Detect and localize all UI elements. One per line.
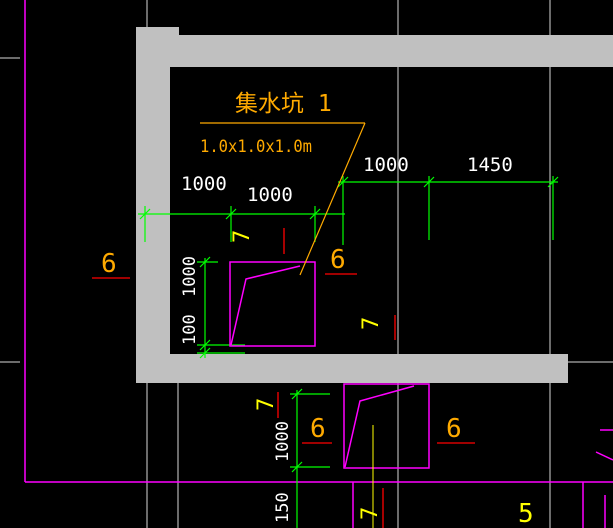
dim-text: 1000 (247, 184, 293, 206)
wall-top[interactable] (136, 35, 613, 67)
leader-diagonal (299, 122, 366, 276)
dim-text: 150 (273, 492, 293, 523)
dim-text: 1000 (363, 154, 409, 176)
tag-seven: 7 (254, 398, 279, 411)
dim-slash (337, 176, 349, 188)
sump-pit-1[interactable] (229, 261, 316, 347)
pit-2-slope-line (344, 385, 415, 468)
boundary-right-stub (595, 451, 613, 461)
tag-seven: 7 (359, 317, 384, 330)
wall-bottom[interactable] (136, 354, 568, 383)
outer-boundary (24, 0, 613, 528)
dim-text: 1000 (181, 173, 227, 195)
dim-text: 100 (180, 314, 200, 345)
tag-seven: 7 (230, 230, 255, 243)
dim-slash (139, 208, 151, 220)
dim-text: 1000 (180, 256, 200, 297)
leader-line (200, 122, 366, 276)
pit-outlines[interactable] (229, 261, 430, 469)
numeric-tags: 6 6 6 6 7 7 7 7 5 (101, 230, 534, 528)
dim-text: 1450 (467, 154, 513, 176)
dim-slash (291, 388, 303, 400)
pit-name-label[interactable]: 集水坑 1 (235, 91, 332, 117)
tag-six: 6 (310, 414, 326, 444)
dim-slash (547, 176, 559, 188)
dimension-texts: 1000 1000 1000 1450 1000 100 1000 150 (180, 154, 513, 523)
dim-slash (291, 461, 303, 473)
tag-seven: 7 (358, 507, 383, 520)
pit-size-label[interactable]: 1.0x1.0x1.0m (200, 137, 312, 157)
pit-1-slope-line (230, 265, 301, 346)
dim-text: 1000 (273, 421, 293, 462)
dim-slash (199, 256, 211, 268)
tag-six: 6 (330, 245, 346, 275)
dim-slash (225, 208, 237, 220)
dim-slash (199, 339, 211, 351)
pit-annotation[interactable]: 集水坑 1 1.0x1.0x1.0m (200, 91, 332, 157)
dim-slash (309, 208, 321, 220)
wall-left[interactable] (136, 35, 170, 383)
concrete-walls[interactable] (136, 27, 613, 383)
tag-five: 5 (518, 499, 534, 528)
dimension-lines (138, 176, 559, 528)
red-marks (92, 228, 475, 528)
tag-six: 6 (101, 249, 117, 279)
sump-pit-2[interactable] (343, 383, 430, 469)
dim-slash (423, 176, 435, 188)
tag-six: 6 (446, 414, 462, 444)
dim-slash (199, 347, 211, 359)
